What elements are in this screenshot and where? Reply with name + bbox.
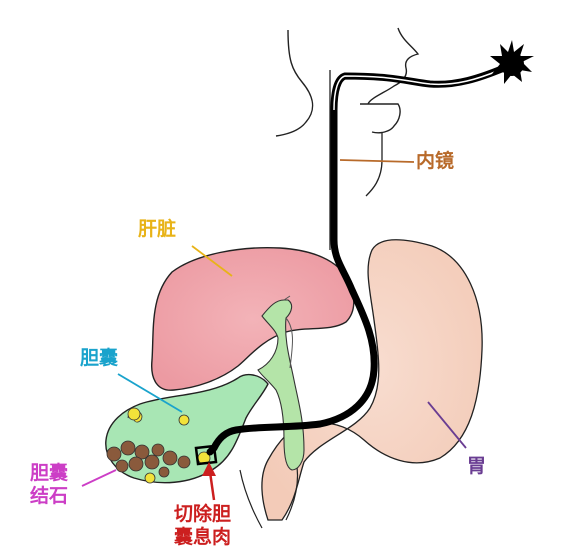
gallbladder-leader-line — [117, 373, 183, 413]
endoscope-tube-highlight — [333, 69, 501, 111]
gallstone — [158, 466, 170, 478]
gallstone — [177, 455, 191, 469]
gallstone — [106, 446, 122, 462]
gallstone — [162, 450, 178, 466]
liver — [151, 247, 355, 391]
polyps — [127, 407, 211, 484]
stomach-leader-line — [427, 401, 467, 449]
gallstone — [115, 459, 129, 473]
stomach-label: 胃 — [467, 455, 487, 477]
endoscope-leader-line — [339, 159, 415, 163]
polyp-removal-label: 切除胆 囊息肉 — [174, 503, 231, 549]
gallstones — [106, 440, 191, 478]
polyp-label-line2: 囊息肉 — [174, 526, 232, 548]
polyp-label-line1: 切除胆 — [174, 503, 232, 525]
gallstone — [151, 443, 165, 457]
polyp — [127, 407, 141, 421]
gallstone — [134, 444, 150, 460]
gallstone-label-line1: 胆囊 — [30, 462, 69, 484]
gallstone — [144, 454, 160, 470]
gallstone-label-line2: 结石 — [30, 485, 69, 507]
gallstone-label: 胆囊 结石 — [30, 462, 68, 508]
polyp-arrow — [202, 462, 216, 501]
gallstone — [120, 440, 136, 456]
endoscope-label: 内镜 — [416, 150, 455, 172]
head-profile-outline — [275, 27, 420, 137]
polyp — [178, 414, 190, 426]
endoscope-handle — [490, 40, 534, 84]
gallstone — [128, 456, 144, 472]
polyp — [144, 472, 156, 484]
liver-label: 肝脏 — [138, 218, 177, 240]
endoscope-snare-tip — [194, 444, 218, 466]
throat-outline — [329, 70, 383, 250]
liver-leader-line — [191, 245, 233, 277]
bile-duct-branch — [283, 295, 293, 369]
gallstone-leader-line — [81, 469, 117, 487]
gallbladder-label: 胆囊 — [80, 347, 119, 369]
